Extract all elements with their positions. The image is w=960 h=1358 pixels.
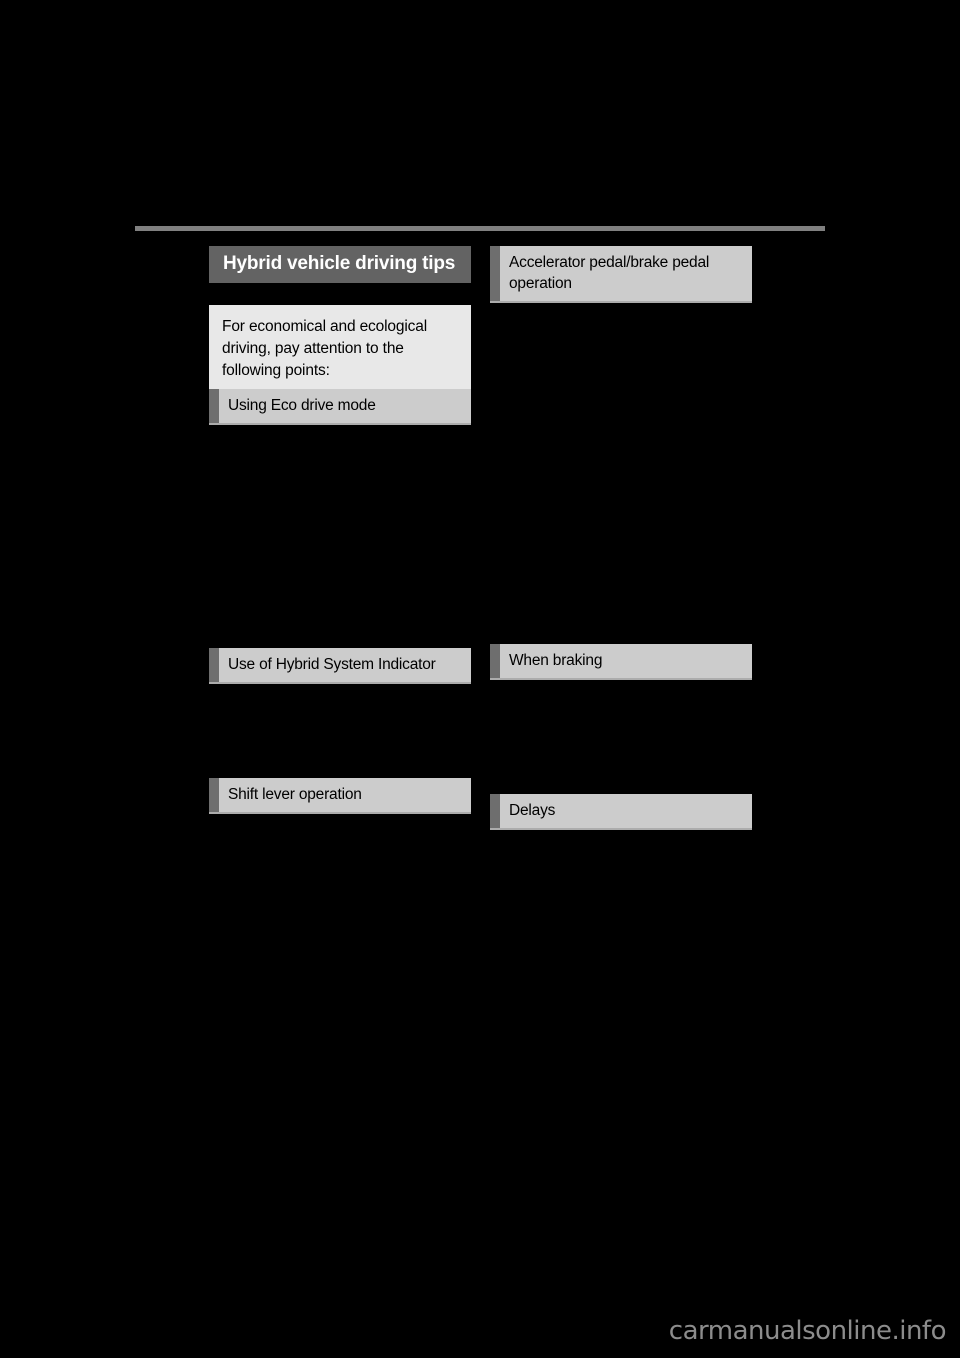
section-header-shift-lever-operation[interactable]: Shift lever operation xyxy=(209,778,471,812)
section-header-label: Using Eco drive mode xyxy=(228,397,376,414)
chapter-title-block: Hybrid vehicle driving tips xyxy=(209,246,471,283)
section-header-label: When braking xyxy=(509,652,603,669)
site-watermark: carmanualsonline.info xyxy=(668,1316,947,1346)
section-header-label: Use of Hybrid System Indicator xyxy=(228,656,436,673)
intro-paragraph: For economical and ecological driving, p… xyxy=(222,318,428,379)
left-column: Hybrid vehicle driving tips For economic… xyxy=(209,246,471,395)
page-title: Hybrid vehicle driving tips xyxy=(223,253,456,274)
intro-panel: For economical and ecological driving, p… xyxy=(209,305,471,395)
section-header-when-braking[interactable]: When braking xyxy=(490,644,752,678)
section-header-accelerator-brake-pedal-operation[interactable]: Accelerator pedal/brake pedal operation xyxy=(490,246,752,301)
header-divider-rule xyxy=(135,226,825,231)
section-header-label: Shift lever operation xyxy=(228,786,362,803)
section-header-label: Accelerator pedal/brake pedal operation xyxy=(509,254,710,292)
section-header-using-eco-drive-mode[interactable]: Using Eco drive mode xyxy=(209,389,471,423)
section-header-delays[interactable]: Delays xyxy=(490,794,752,828)
section-header-label: Delays xyxy=(509,802,556,819)
section-header-use-of-hybrid-system-indicator[interactable]: Use of Hybrid System Indicator xyxy=(209,648,471,682)
